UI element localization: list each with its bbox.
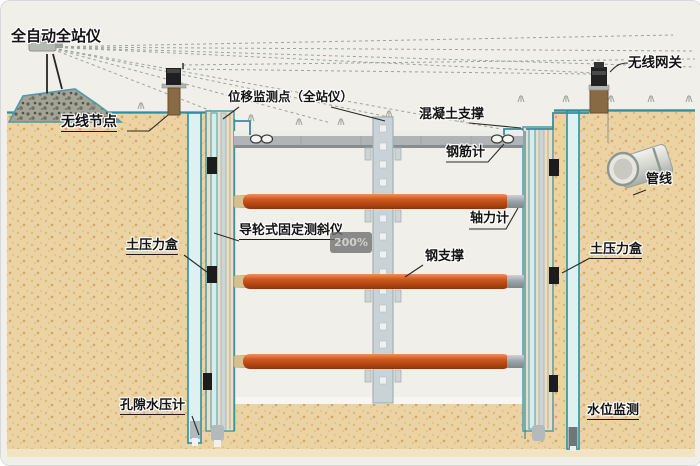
label-axial-force-gauge: 轴力计 [470, 211, 510, 226]
left-soil-mass [7, 113, 206, 453]
left-wall-toe [211, 425, 224, 441]
earth-pressure-sensor-right-lower [549, 267, 559, 284]
wireless-node-device [161, 63, 187, 116]
pore-pressure-sensor-tip [190, 421, 200, 439]
right-deep-sensor [549, 375, 558, 392]
sensor-cables [234, 112, 589, 135]
total-station-lens [55, 43, 63, 48]
pore-pressure-borehole [187, 112, 202, 446]
label-total-station: 全自动全站仪 [11, 27, 102, 45]
earth-pressure-sensor-left-upper [207, 157, 217, 174]
rebar-gauge-sensors [249, 134, 515, 144]
wireless-gateway-device [588, 62, 610, 114]
label-steel-support: 钢支撑 [425, 249, 465, 264]
label-inclinometer: 导轮式固定测斜仪 [239, 223, 344, 240]
pipeline-bore [613, 158, 633, 180]
center-column [364, 116, 402, 404]
water-level-borehole [566, 110, 580, 451]
label-displacement-point: 位移监测点（全站仪） [228, 89, 354, 104]
gravel-mound [7, 88, 124, 123]
label-water-level: 水位监测 [587, 403, 640, 420]
pit-bottom-soil [206, 404, 554, 453]
label-wireless-node: 无线节点 [61, 114, 117, 132]
sight-lines [46, 34, 696, 143]
right-diaphragm-wall [522, 126, 554, 441]
label-earth-pressure-left: 土压力盒 [126, 238, 179, 255]
total-station-scope [34, 33, 50, 43]
steel-support-2 [233, 274, 524, 289]
zoom-watermark: 200% [330, 232, 372, 253]
label-concrete-support: 混凝土支撑 [419, 107, 485, 122]
earth-pressure-sensor-right-upper [549, 159, 559, 176]
earth-pressure-sensor-left-lower [207, 266, 217, 283]
label-wireless-gateway: 无线网关 [628, 55, 682, 71]
axial-force-meter-3 [507, 355, 524, 368]
total-station [28, 33, 63, 93]
axial-force-meter-1 [507, 195, 524, 208]
steel-support-3 [233, 354, 524, 369]
left-deep-sensor [203, 373, 212, 390]
column-clamps [364, 147, 402, 383]
wall-sensors [203, 157, 559, 392]
water-level-sensor-tip [568, 427, 578, 448]
label-leader-lines [127, 62, 647, 436]
label-pore-water-gauge: 孔隙水压计 [120, 398, 186, 415]
grass-tufts [89, 95, 693, 126]
label-earth-pressure-right: 土压力盒 [590, 242, 643, 259]
bottom-soil-band [7, 449, 695, 457]
label-rebar-gauge: 钢筋计 [446, 145, 486, 160]
steel-support-1 [233, 194, 524, 209]
label-pipeline: 管线 [646, 172, 673, 187]
axial-force-meter-2 [507, 275, 524, 288]
right-wall-toe [532, 425, 545, 441]
